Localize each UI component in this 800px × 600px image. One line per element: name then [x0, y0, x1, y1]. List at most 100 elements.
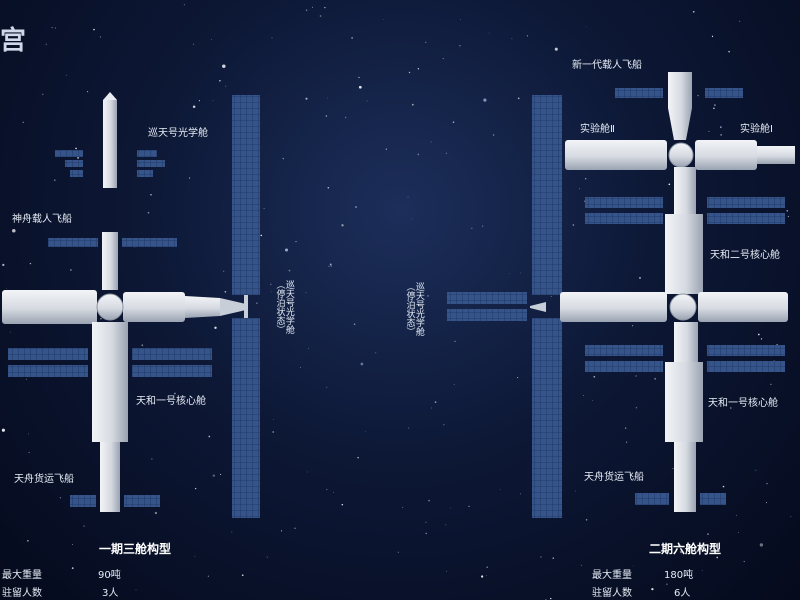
star	[151, 458, 153, 460]
star	[511, 38, 513, 40]
star	[773, 360, 775, 362]
star	[486, 575, 487, 576]
star	[29, 262, 32, 265]
star	[486, 566, 488, 568]
star	[285, 248, 288, 252]
star	[51, 26, 53, 29]
right-tianzhou	[635, 442, 726, 512]
right-upper-labs	[565, 140, 795, 170]
star	[442, 58, 444, 60]
star	[550, 296, 552, 298]
star	[572, 224, 575, 226]
star	[328, 265, 330, 267]
star	[446, 570, 447, 572]
star	[552, 557, 554, 559]
star	[327, 187, 330, 189]
star	[319, 15, 322, 17]
star	[408, 71, 411, 74]
star	[341, 503, 344, 506]
right-station	[447, 72, 795, 518]
star	[23, 569, 26, 572]
star	[460, 18, 461, 20]
star	[766, 482, 768, 485]
star	[787, 215, 790, 218]
star	[272, 431, 275, 433]
star	[471, 227, 473, 229]
star	[198, 100, 200, 102]
star	[366, 100, 368, 102]
right-label-xuntian-docked: 巡天号光学舱（停泊状态）	[404, 282, 424, 336]
star	[592, 400, 593, 402]
star	[711, 35, 714, 38]
star	[28, 451, 30, 453]
star	[63, 212, 64, 214]
star	[790, 516, 792, 518]
star	[330, 265, 332, 267]
star	[270, 283, 272, 285]
star	[357, 456, 359, 459]
star	[730, 407, 732, 409]
star	[517, 97, 520, 100]
right-stat-weight-label: 最大重量	[592, 570, 632, 581]
star	[266, 556, 268, 558]
left-label-tianhe: 天和一号核心舱	[136, 396, 206, 407]
star	[452, 121, 455, 124]
star	[582, 395, 584, 396]
star	[280, 530, 283, 532]
star	[326, 386, 328, 388]
star	[193, 43, 194, 45]
left-station	[2, 92, 260, 518]
star	[365, 431, 366, 433]
star	[425, 532, 427, 535]
star	[225, 85, 227, 87]
left-lab-arms	[2, 290, 246, 324]
star	[585, 519, 588, 521]
star	[260, 234, 263, 237]
star	[263, 208, 265, 210]
star	[12, 228, 16, 233]
star	[42, 93, 44, 95]
star	[87, 91, 89, 93]
star	[295, 241, 297, 243]
right-label-tianhe2: 天和二号核心舱	[710, 250, 780, 261]
star	[306, 471, 308, 473]
star	[55, 27, 57, 29]
star	[722, 485, 725, 488]
left-stat-weight-value: 90吨	[98, 570, 121, 581]
star	[273, 418, 275, 420]
star	[222, 64, 226, 68]
star	[194, 487, 197, 490]
star	[578, 188, 580, 190]
star	[312, 6, 313, 8]
star	[776, 343, 778, 346]
star	[625, 441, 628, 443]
star	[701, 570, 703, 571]
star	[83, 525, 85, 527]
right-stat-crew-value: 6人	[674, 588, 691, 599]
right-tianhe2-core	[585, 167, 785, 294]
star	[5, 288, 7, 289]
star	[223, 270, 225, 272]
star	[134, 246, 136, 248]
star	[770, 383, 772, 385]
star	[150, 193, 152, 196]
right-new-ship	[615, 72, 743, 140]
star	[194, 555, 196, 557]
star	[22, 121, 24, 123]
star	[425, 41, 427, 43]
star	[141, 344, 144, 347]
star	[135, 589, 137, 591]
star	[212, 100, 214, 101]
left-xuntian-telescope	[55, 92, 165, 188]
star	[27, 540, 29, 542]
right-label-tianzhou: 天舟货运飞船	[584, 472, 644, 483]
star	[666, 583, 668, 585]
star	[428, 499, 430, 502]
star	[174, 392, 176, 395]
right-label-tianhe1: 天和一号核心舱	[708, 398, 778, 409]
star	[654, 378, 656, 380]
star	[708, 130, 710, 132]
star	[407, 196, 409, 198]
star	[635, 375, 637, 377]
star	[550, 597, 552, 600]
